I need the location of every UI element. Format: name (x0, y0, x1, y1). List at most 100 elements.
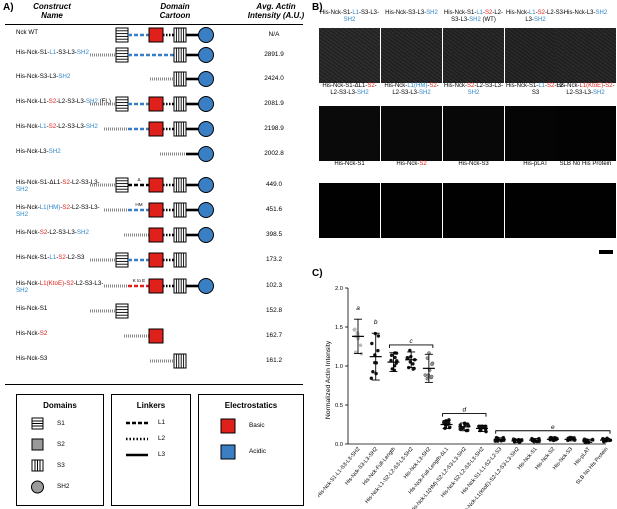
label-segment: SH2 (419, 90, 431, 96)
actin-intensity-value: 2424.0 (264, 75, 284, 82)
label-segment: His-Nck-S1- (16, 254, 50, 261)
legend-linkers: Linkers L1 L2 L3 (111, 394, 191, 506)
actin-intensity-value: 162.7 (266, 332, 282, 339)
header-domain-cartoon: Domain Cartoon (159, 2, 191, 20)
s3-domain (173, 278, 187, 294)
label-segment: -L2-S3-L3- (566, 83, 615, 96)
rows-bottom-rule (5, 384, 303, 385)
label-segment: -L2-S3-L3- (47, 229, 77, 236)
significance-bracket (495, 430, 611, 434)
s3-domain (173, 227, 187, 243)
label-segment: His-pLAT (523, 161, 548, 167)
actin-intensity-value: 398.5 (266, 231, 282, 238)
s1-domain (115, 96, 129, 112)
sh2-domain (198, 146, 214, 162)
micrograph-label: His-Nck-S1-L1-S3-L3-SH2 (319, 10, 380, 24)
micrograph-tile (381, 183, 442, 238)
label-segment: -L2-S3-L3- (392, 83, 439, 96)
micrograph-label: His-Nck-L1(KtoE)-S2-L2-S3-L3-SH2 (555, 83, 616, 97)
label-segment: - (64, 280, 67, 287)
s2-domain (148, 202, 164, 218)
label-segment: His-Nck- (16, 280, 40, 287)
scale-bar (599, 250, 613, 254)
sh2-domain (198, 202, 214, 218)
s2-domain (148, 278, 164, 294)
label-segment: His-Nck-S1-ΔL1- (322, 83, 368, 89)
construct-name: His-Nck-S3 (16, 355, 111, 362)
micrograph-tile (443, 183, 504, 238)
micrograph-label: His-Nck-S1 (319, 161, 380, 168)
legend-s2-glyph (31, 438, 44, 451)
label-segment: His-Nck-S3 (458, 161, 489, 167)
significance-bracket (442, 413, 487, 417)
y-tick-label: 2.0 (335, 286, 343, 292)
construct-name: His-Nck-S1-L1-S3-L3-SH2 (16, 49, 111, 56)
y-tick-label: 1.5 (335, 325, 343, 331)
s3-domain (173, 353, 187, 369)
legend-l3-label: L3 (158, 451, 166, 458)
label-segment: L1(KtoE) (39, 280, 65, 287)
s2-domain (148, 177, 164, 193)
s2-domain (148, 252, 164, 268)
label-segment: His-Nck- (384, 83, 408, 89)
significance-label: a (356, 305, 360, 312)
label-segment: His-Nck-L3- (563, 10, 596, 16)
label-segment: -L2-S3-L3- (474, 83, 504, 89)
label-segment: SH2 (426, 10, 438, 16)
legend-basic-label: Basic (249, 422, 265, 429)
micrograph-tile (319, 183, 380, 238)
sh2-domain (198, 227, 214, 243)
label-segment: His-Nck- (16, 330, 40, 337)
actin-intensity-value: 2002.8 (264, 150, 284, 157)
linker-annotation: HM (135, 202, 142, 207)
construct-name: His-Nck-S2 (16, 330, 111, 337)
label-segment: -L2-S3 (65, 254, 85, 261)
data-point (430, 362, 434, 367)
legend-acidic-swatch (220, 444, 236, 460)
s3-domain (173, 202, 187, 218)
data-point (358, 343, 363, 347)
label-segment: S2 (547, 83, 555, 89)
micrograph-label: His-Nck-L1(HM)-S2-L2-S3-L3-SH2 (381, 83, 442, 97)
label-segment: SH2 (343, 17, 356, 23)
legend-acidic-label: Acidic (249, 448, 267, 455)
micrograph-label: His-Nck-L1-S2-L2-S3-L3-SH2 (505, 10, 566, 24)
micrograph-label: His-Nck-S2 (381, 161, 442, 168)
significance-label: d (462, 407, 466, 414)
data-point (371, 369, 375, 374)
label-segment: -L2-S3-L3- (56, 123, 86, 130)
label-segment: S2 (537, 10, 545, 16)
micrograph-label: His-Nck-L3-SH2 (555, 10, 616, 17)
label-segment: SH2 (48, 148, 61, 155)
label-segment: -L2-S3 (531, 83, 566, 96)
construct-name: His-Nck-L3-SH2 (16, 148, 111, 155)
micrograph-tile (555, 28, 616, 83)
label-segment: His-Nck-S1-ΔL1- (16, 179, 63, 186)
legend-l1-label: L1 (158, 419, 166, 426)
sh2-domain (198, 71, 214, 87)
x-category-label: His-Nck-Full-Length (362, 446, 397, 486)
panel-b-letter: B) (312, 2, 323, 13)
label-segment: - (60, 204, 63, 211)
legend-linker-glyphs (126, 421, 148, 457)
data-point (423, 373, 428, 377)
panel-c-letter: C) (312, 268, 323, 279)
actin-intensity-value: 2891.9 (264, 51, 284, 58)
s2-domain (148, 328, 164, 344)
label-segment: L1 (352, 10, 359, 16)
label-segment: -L2-S3-L3- (525, 10, 566, 23)
legend-sh2-label: SH2 (57, 483, 70, 490)
label-segment: His-Nck-S1- (443, 10, 477, 16)
label-segment: -L2-S3-L3- (330, 83, 377, 96)
label-segment: His-Nck-L3- (16, 148, 49, 155)
label-segment: His-Nck-S3-L3- (385, 10, 427, 16)
micrograph-tile (319, 106, 380, 161)
legend-s3-label: S3 (57, 462, 65, 469)
linker-annotation: Δ (137, 177, 140, 182)
micrograph-tile (555, 106, 616, 161)
significance-label: e (551, 424, 555, 431)
legend-electrostatics: Electrostatics Basic Acidic (198, 394, 304, 506)
legend-s1-glyph (31, 417, 44, 430)
label-segment: S2 (66, 280, 74, 287)
micrograph-label: His-Nck-S2-L2-S3-L3-SH2 (443, 83, 504, 97)
